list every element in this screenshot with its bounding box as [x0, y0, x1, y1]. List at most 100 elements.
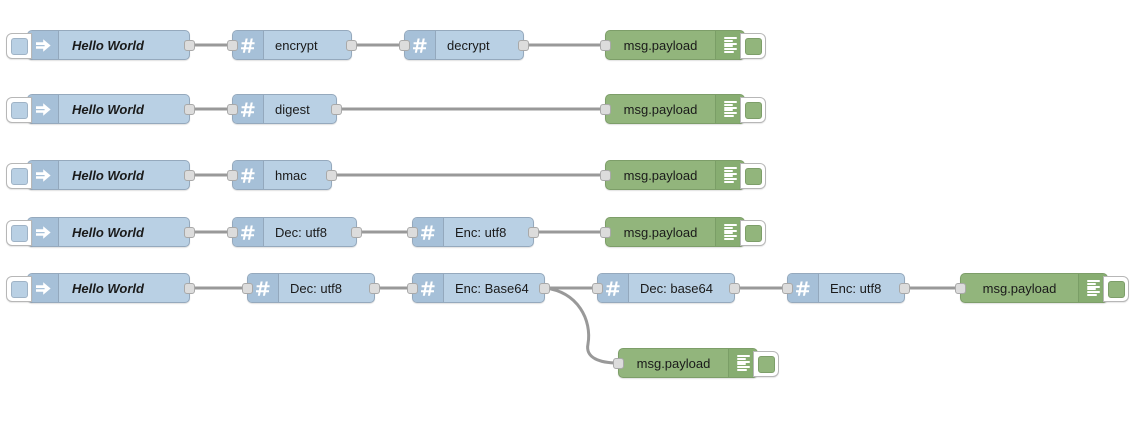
input-port[interactable] [613, 358, 624, 369]
inject-trigger-button[interactable] [6, 220, 32, 246]
function-icon-cell [788, 274, 819, 302]
debug-toggle-button[interactable] [740, 163, 766, 189]
inject-arrow-icon [35, 224, 52, 241]
function-node[interactable]: digest [227, 94, 342, 124]
function-node[interactable]: Enc: utf8 [782, 273, 910, 303]
inject-trigger-button[interactable] [6, 163, 32, 189]
output-port[interactable] [184, 104, 195, 115]
inject-icon-cell [28, 161, 59, 189]
node-label: Hello World [72, 224, 144, 240]
debug-toggle-button[interactable] [740, 33, 766, 59]
function-node[interactable]: hmac [227, 160, 337, 190]
output-port[interactable] [351, 227, 362, 238]
debug-node[interactable]: msg.payload [600, 217, 766, 247]
inject-node[interactable]: Hello World [6, 94, 195, 124]
output-port[interactable] [729, 283, 740, 294]
inject-node[interactable]: Hello World [6, 160, 195, 190]
input-port[interactable] [600, 40, 611, 51]
output-port[interactable] [184, 227, 195, 238]
output-port[interactable] [369, 283, 380, 294]
debug-node[interactable]: msg.payload [600, 30, 766, 60]
function-node[interactable]: Dec: utf8 [242, 273, 380, 303]
inject-trigger-button[interactable] [6, 97, 32, 123]
debug-node[interactable]: msg.payload [600, 160, 766, 190]
inject-node[interactable]: Hello World [6, 30, 195, 60]
inject-node[interactable]: Hello World [6, 273, 195, 303]
debug-node[interactable]: msg.payload [600, 94, 766, 124]
function-icon-cell [233, 95, 264, 123]
inject-node[interactable]: Hello World [6, 217, 195, 247]
inject-icon-cell [28, 95, 59, 123]
debug-lines-icon [723, 224, 737, 240]
function-node[interactable]: Dec: utf8 [227, 217, 362, 247]
output-port[interactable] [184, 283, 195, 294]
input-port[interactable] [955, 283, 966, 294]
input-port[interactable] [227, 40, 238, 51]
inject-button-swatch [10, 224, 28, 242]
node-label: Hello World [72, 101, 144, 117]
output-port[interactable] [326, 170, 337, 181]
hash-icon [240, 37, 257, 54]
input-port[interactable] [600, 104, 611, 115]
debug-node[interactable]: msg.payload [613, 348, 779, 378]
function-node[interactable]: encrypt [227, 30, 357, 60]
debug-toggle-button[interactable] [740, 220, 766, 246]
function-icon-cell [413, 274, 444, 302]
inject-trigger-button[interactable] [6, 276, 32, 302]
node-label: Enc: utf8 [830, 280, 882, 296]
function-icon-cell [405, 31, 436, 59]
debug-toggle-button[interactable] [753, 351, 779, 377]
debug-button-swatch [1107, 280, 1125, 298]
function-node[interactable]: Enc: Base64 [407, 273, 550, 303]
output-port[interactable] [184, 170, 195, 181]
function-node[interactable]: Dec: base64 [592, 273, 740, 303]
node-label: msg.payload [623, 224, 698, 240]
input-port[interactable] [407, 227, 418, 238]
inject-button-swatch [10, 167, 28, 185]
hash-icon [605, 280, 622, 297]
input-port[interactable] [600, 227, 611, 238]
input-port[interactable] [782, 283, 793, 294]
output-port[interactable] [528, 227, 539, 238]
function-icon-cell [413, 218, 444, 246]
debug-toggle-button[interactable] [740, 97, 766, 123]
input-port[interactable] [407, 283, 418, 294]
output-port[interactable] [518, 40, 529, 51]
inject-trigger-button[interactable] [6, 33, 32, 59]
debug-icon-cell [728, 349, 757, 377]
hash-icon [420, 280, 437, 297]
output-port[interactable] [346, 40, 357, 51]
input-port[interactable] [600, 170, 611, 181]
output-port[interactable] [184, 40, 195, 51]
debug-lines-icon [1086, 280, 1100, 296]
input-port[interactable] [227, 227, 238, 238]
inject-button-swatch [10, 280, 28, 298]
node-label: msg.payload [636, 355, 711, 371]
input-port[interactable] [592, 283, 603, 294]
inject-button-swatch [10, 37, 28, 55]
input-port[interactable] [399, 40, 410, 51]
input-port[interactable] [227, 104, 238, 115]
debug-icon-cell [1078, 274, 1107, 302]
output-port[interactable] [539, 283, 550, 294]
node-label: decrypt [447, 37, 490, 53]
node-label: msg.payload [623, 167, 698, 183]
debug-icon-cell [715, 218, 744, 246]
inject-arrow-icon [35, 280, 52, 297]
function-node[interactable]: Enc: utf8 [407, 217, 539, 247]
input-port[interactable] [227, 170, 238, 181]
node-label: encrypt [275, 37, 318, 53]
debug-button-swatch [744, 37, 762, 55]
node-label: Hello World [72, 280, 144, 296]
function-node[interactable]: decrypt [399, 30, 529, 60]
output-port[interactable] [331, 104, 342, 115]
node-label: hmac [275, 167, 307, 183]
function-icon-cell [598, 274, 629, 302]
output-port[interactable] [899, 283, 910, 294]
function-icon-cell [233, 31, 264, 59]
node-label: msg.payload [623, 101, 698, 117]
debug-node[interactable]: msg.payload [955, 273, 1129, 303]
debug-toggle-button[interactable] [1103, 276, 1129, 302]
input-port[interactable] [242, 283, 253, 294]
